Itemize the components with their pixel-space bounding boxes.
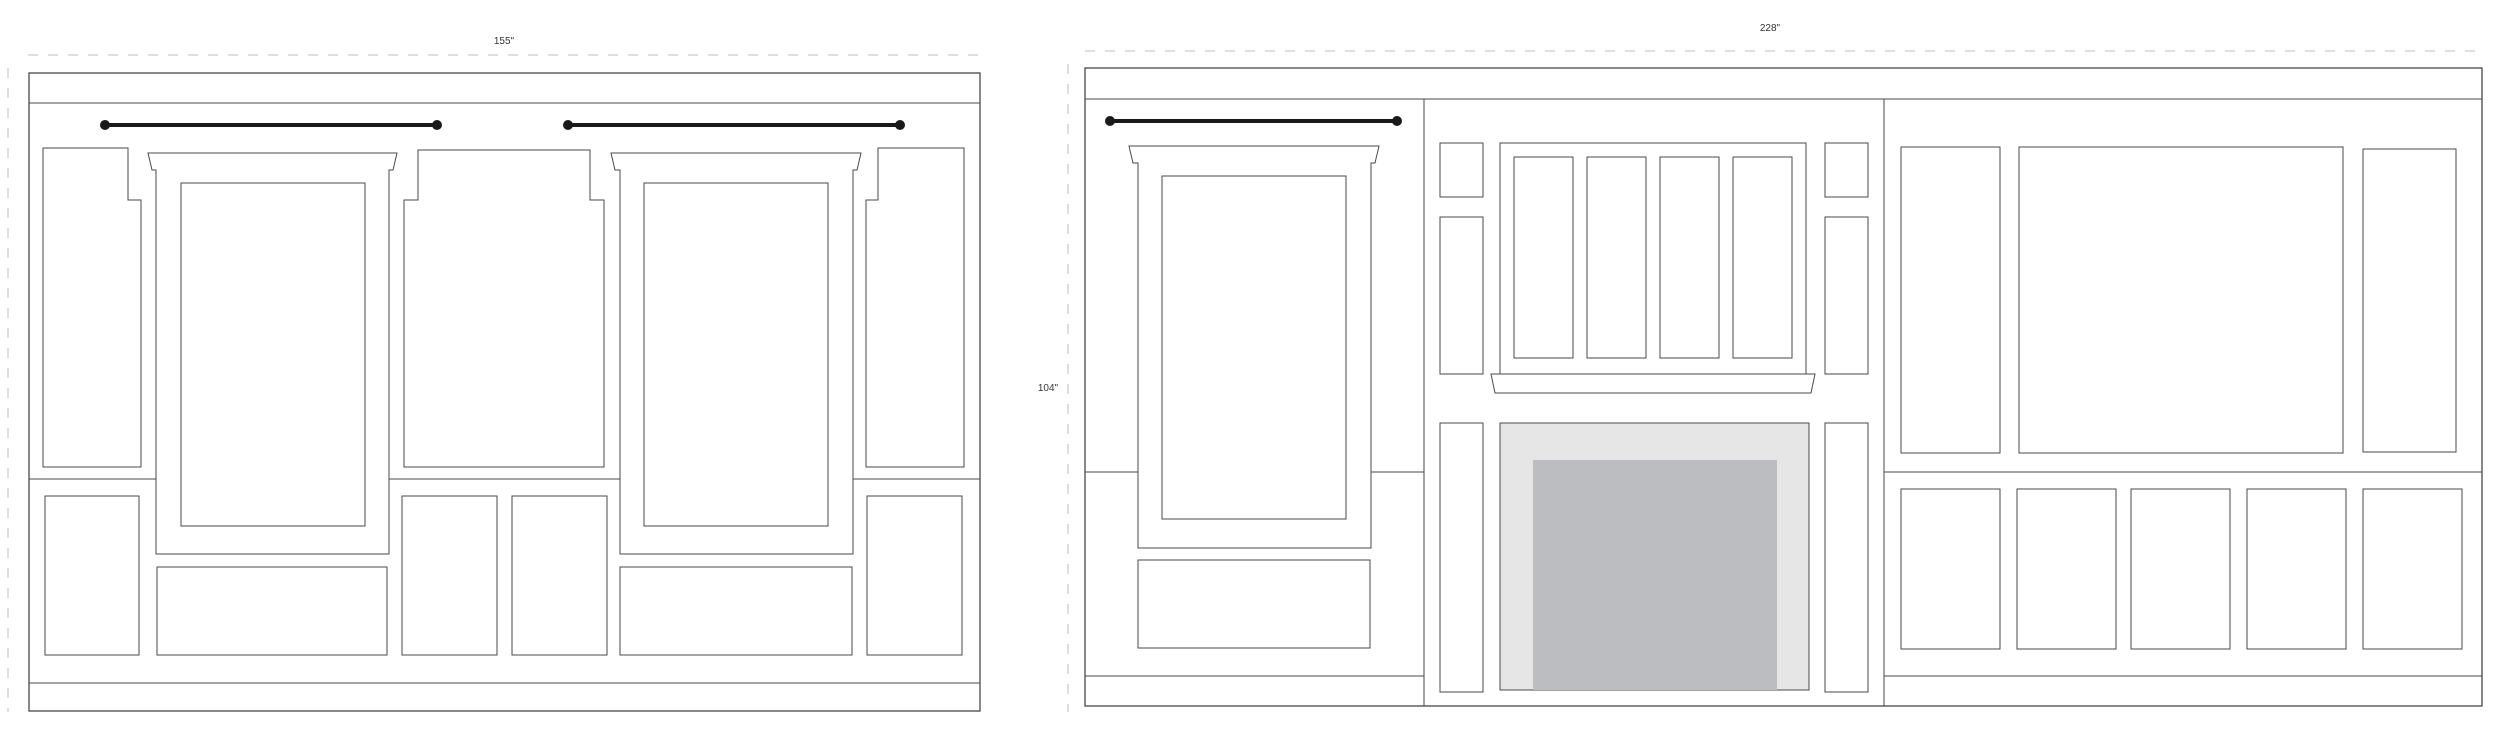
lower-panel (511, 495, 608, 656)
curtain-rod-finial (432, 120, 442, 130)
curtain-rod-finial (895, 120, 905, 130)
upper-panel-wide (2018, 146, 2344, 454)
lower-panel-under-window (156, 566, 388, 656)
left-wall-outline (28, 72, 981, 712)
overmantel-panel (1513, 156, 1574, 359)
curtain-rod-finial (563, 120, 573, 130)
fireplace-pilaster (1439, 422, 1484, 693)
overmantel-panel (1586, 156, 1647, 359)
lower-panel (2130, 488, 2231, 650)
overmantel-side-panel (1439, 142, 1484, 198)
window-trim-right (1128, 145, 1380, 549)
window-glass-left-2 (643, 182, 829, 527)
lower-panel (2246, 488, 2347, 650)
overmantel-side-panel (1439, 216, 1484, 375)
firebox (1533, 460, 1777, 690)
left-width-label: 155" (494, 36, 515, 47)
overmantel-frame (1499, 142, 1807, 375)
lower-panel (2362, 488, 2463, 650)
lower-panel (2016, 488, 2117, 650)
mantel-shelf (1490, 373, 1816, 394)
upper-panel (2362, 148, 2457, 453)
lower-panel (866, 495, 963, 656)
upper-panel (1900, 146, 2001, 454)
window-glass-left-1 (180, 182, 366, 527)
right-wall-outline (1084, 67, 2483, 707)
overmantel-panel (1732, 156, 1793, 359)
lower-panel-under-window (1137, 559, 1371, 649)
window-trim-left-2 (610, 152, 862, 555)
curtain-rod-finial (1105, 116, 1115, 126)
fireplace-pilaster (1824, 422, 1869, 693)
dimension-annotations: 155" 228" 104" (7, 23, 2482, 712)
upper-panel-right-edge (865, 147, 965, 468)
upper-panel-left-edge (42, 147, 142, 468)
lower-panel (401, 495, 498, 656)
window-trim-left-1 (147, 152, 398, 555)
curtain-rod-finial (100, 120, 110, 130)
lower-panel-under-window (619, 566, 853, 656)
lower-panel (44, 495, 140, 656)
right-width-label: 228" (1760, 23, 1781, 34)
left-wall-elevation (28, 72, 981, 712)
height-label: 104" (1038, 383, 1059, 394)
overmantel-side-panel (1824, 216, 1869, 375)
overmantel-side-panel (1824, 142, 1869, 198)
overmantel-panel (1659, 156, 1720, 359)
right-wall-elevation (1084, 67, 2483, 707)
upper-panel-center (403, 149, 605, 468)
lower-panel (1900, 488, 2001, 650)
window-glass-right (1161, 175, 1347, 520)
curtain-rod-finial (1392, 116, 1402, 126)
